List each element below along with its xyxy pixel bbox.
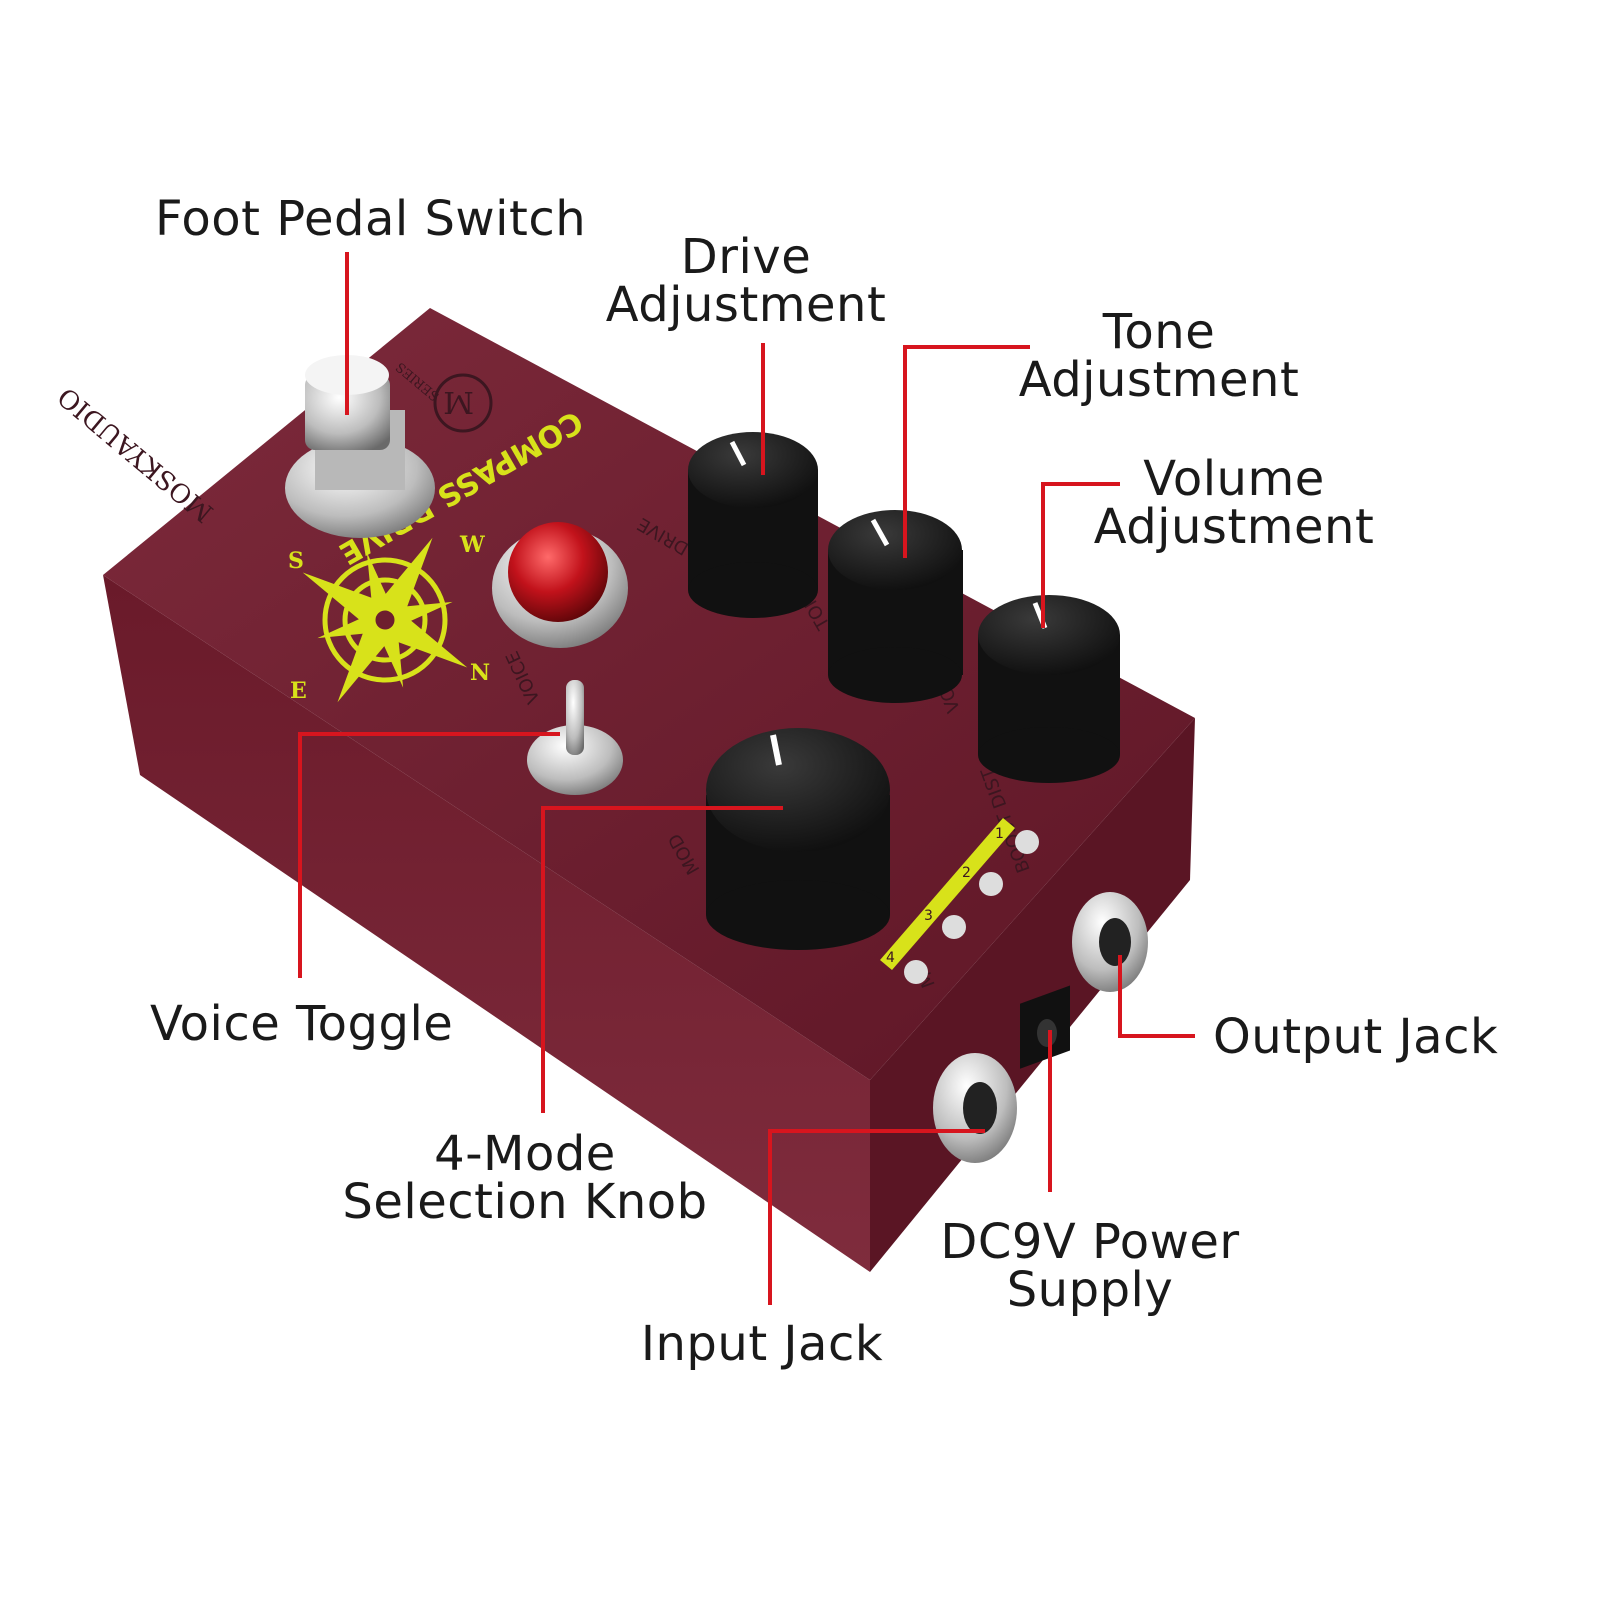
pedal-front-side [103,575,870,1272]
label-input-jack: Input Jack [640,1316,884,1372]
svg-text:1: 1 [995,826,1004,842]
label-line: Adjustment [1093,499,1375,555]
svg-text:N: N [470,660,490,686]
label-voice-toggle: Voice Toggle [150,996,454,1052]
label-mode-selection-knob: 4-Mode Selection Knob [342,1130,707,1226]
label-line: Adjustment [1018,352,1300,408]
compass-letters: W S E N [288,532,490,704]
svg-text:4: 4 [886,950,895,966]
svg-text:S: S [288,548,304,574]
label-line: Selection Knob [342,1174,708,1230]
tone-knob[interactable] [828,510,963,703]
volume-knob[interactable] [978,595,1120,783]
drive-knob[interactable] [688,432,818,618]
compass-logo [302,537,468,703]
label-line: Volume [1143,451,1325,507]
label-dc-power-supply: DC9V Power Supply [940,1218,1239,1314]
svg-text:E: E [290,678,307,704]
label-line: Adjustment [605,277,887,333]
label-line: Drive [680,229,812,285]
label-tone-adjustment: Tone Adjustment [1019,308,1300,404]
mode-indicator: 1 2 3 4 [880,818,1039,984]
output-jack[interactable] [1072,892,1148,992]
label-output-jack: Output Jack [1213,1009,1499,1065]
label-line: DC9V Power [940,1214,1240,1270]
voice-toggle[interactable] [527,680,623,795]
label-foot-pedal-switch: Foot Pedal Switch [155,191,587,247]
dc-jack[interactable] [1020,985,1070,1069]
label-line: 4-Mode [434,1126,616,1182]
led-indicator [492,522,628,648]
label-drive-adjustment: Drive Adjustment [606,233,887,329]
svg-text:3: 3 [924,908,933,924]
label-line: Supply [1006,1262,1174,1318]
svg-text:M: M [443,384,474,419]
label-volume-adjustment: Volume Adjustment [1094,455,1375,551]
label-line: Tone [1102,304,1216,360]
svg-text:2: 2 [962,865,971,881]
svg-text:W: W [459,532,485,558]
leader-lines [298,252,1195,1305]
input-jack[interactable] [933,1053,1017,1163]
mode-knob[interactable] [706,728,890,950]
svg-text:MOSKYAUDIO: MOSKYAUDIO [53,381,220,528]
